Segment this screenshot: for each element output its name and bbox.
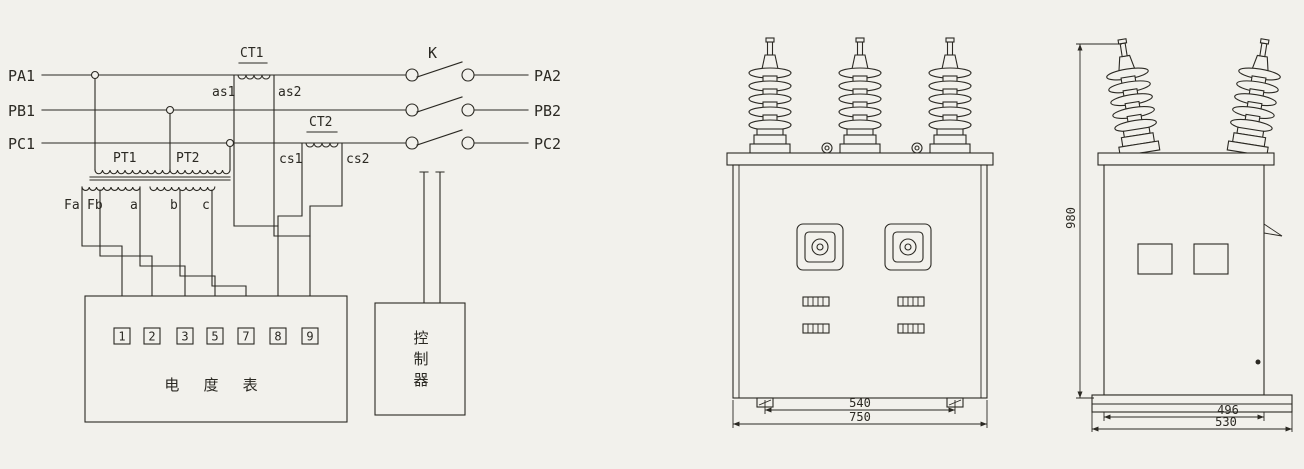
front-view: 540 750 [726, 37, 994, 428]
wire-as1 [233, 74, 279, 329]
junction-points [90, 70, 235, 148]
dim-980: 980 [1064, 207, 1078, 229]
label-pb1: PB1 [8, 102, 35, 120]
side-dimensions: 980 496 530 [1064, 43, 1293, 432]
terminal-2: 2 [148, 330, 155, 344]
bushing-side-left-icon [1100, 35, 1162, 157]
label-pa2: PA2 [534, 67, 561, 85]
wire-fa [81, 186, 123, 329]
controller-box: 控制器 [374, 302, 466, 416]
side-bracket [1263, 223, 1283, 237]
side-tank-body [1103, 164, 1265, 396]
label-k: K [428, 44, 437, 62]
meter-terminal-strip: 1 2 3 5 7 8 9 [113, 327, 319, 345]
energy-meter-box: 1 2 3 5 7 8 9 电 度 表 [84, 295, 348, 423]
side-windows [1137, 243, 1229, 275]
current-transformer-ct1: CT1 as1 as2 [212, 46, 301, 100]
front-dimensions: 540 750 [732, 396, 988, 428]
terminal-1: 1 [118, 330, 125, 344]
side-view: 980 496 530 [1064, 35, 1293, 432]
label-cs2: cs2 [346, 152, 369, 167]
dim-540: 540 [849, 396, 871, 410]
meter-label: 电 度 表 [164, 377, 267, 394]
lv-terminal-strips [802, 296, 925, 334]
label-a: a [130, 198, 138, 213]
terminal-7: 7 [242, 330, 249, 344]
tank-body [732, 164, 988, 399]
terminal-8: 8 [274, 330, 281, 344]
switch-k: K [405, 44, 475, 150]
side-top-plate [1097, 152, 1275, 166]
wire-fb [99, 189, 153, 329]
wiring-diagram: PA1 PB1 PC1 PA2 PB2 PC2 CT1 as1 as2 CT2 … [8, 44, 561, 423]
wire-controller-2 [435, 171, 445, 304]
wire-as2 [273, 74, 311, 329]
bushing-middle-icon [838, 37, 882, 154]
wire-controller-1 [419, 171, 429, 304]
label-c: c [202, 198, 210, 213]
dim-750: 750 [849, 410, 871, 424]
label-pc2: PC2 [534, 135, 561, 153]
label-pt1: PT1 [113, 151, 136, 166]
terminal-5: 5 [211, 330, 218, 344]
label-pb2: PB2 [534, 102, 561, 120]
label-pt2: PT2 [176, 151, 199, 166]
controller-label: 控制器 [412, 330, 429, 393]
label-as2: as2 [278, 85, 301, 100]
label-fa: Fa [64, 198, 80, 213]
label-pc1: PC1 [8, 135, 35, 153]
side-base [1091, 394, 1293, 413]
bushing-side-right-icon [1225, 35, 1287, 157]
door-knob [1255, 359, 1261, 365]
wire-cs1 [277, 142, 303, 227]
terminal-9: 9 [306, 330, 313, 344]
phase-lines [41, 74, 529, 144]
label-as1: as1 [212, 85, 235, 100]
bushing-left-icon [748, 37, 792, 154]
tank-top-plate [726, 152, 994, 166]
wire-cs2 [309, 142, 343, 237]
label-ct2: CT2 [309, 115, 332, 130]
label-pa1: PA1 [8, 67, 35, 85]
current-transformer-ct2: CT2 cs1 cs2 [279, 115, 369, 167]
terminal-3: 3 [181, 330, 188, 344]
window-right [884, 223, 932, 271]
label-fb: Fb [87, 198, 103, 213]
dim-496: 496 [1217, 403, 1239, 417]
label-b: b [170, 198, 178, 213]
bushing-right-icon [928, 37, 972, 154]
window-left [796, 223, 844, 271]
dim-530: 530 [1215, 415, 1237, 429]
label-ct1: CT1 [240, 46, 263, 61]
label-cs1: cs1 [279, 152, 302, 167]
voltage-transformers-pt: PT1 PT2 Fa Fb a b c [64, 74, 231, 213]
